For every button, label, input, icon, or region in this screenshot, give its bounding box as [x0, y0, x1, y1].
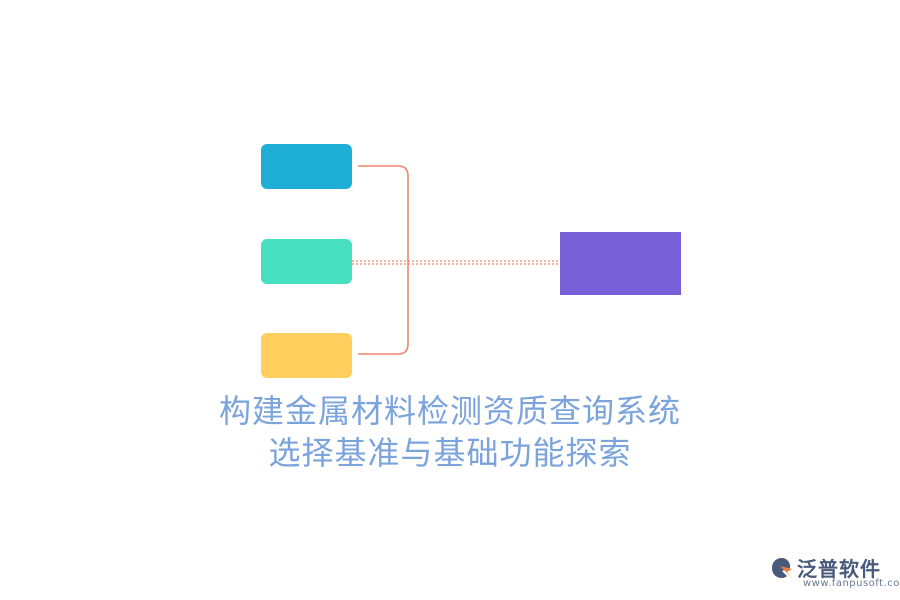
brand-logo: 泛普软件 www.fanpusoft.com	[770, 552, 900, 596]
diagram-node-purple	[560, 232, 681, 295]
diagram-node-yellow	[261, 333, 352, 378]
logo-mark-icon	[772, 558, 792, 578]
connector-top	[358, 165, 409, 355]
diagram-node-teal	[261, 239, 352, 284]
logo-url: www.fanpusoft.com	[803, 578, 900, 589]
diagram-node-blue	[261, 144, 352, 189]
title-line-1: 构建金属材料检测资质查询系统	[218, 392, 681, 430]
logo-name: 泛普软件	[797, 557, 881, 581]
title-line-2: 选择基准与基础功能探索	[268, 434, 632, 472]
